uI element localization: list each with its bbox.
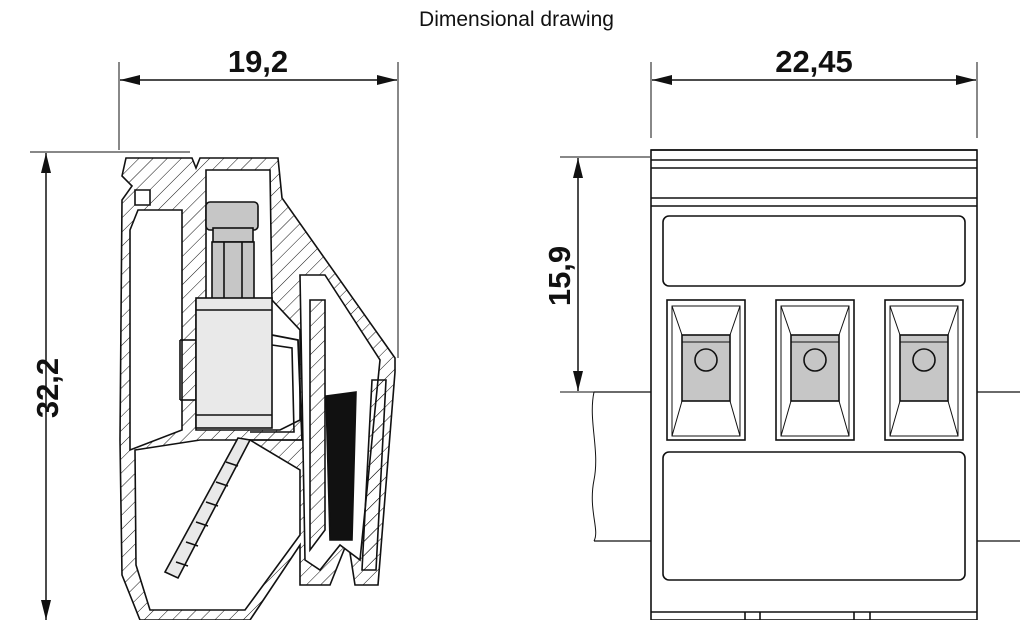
front-view bbox=[560, 62, 1020, 620]
front-upper-panel bbox=[662, 215, 966, 287]
side-view bbox=[30, 62, 399, 620]
front-height-label: 15,9 bbox=[542, 246, 577, 306]
terminal-opening-1 bbox=[666, 299, 746, 441]
terminal-opening-2 bbox=[775, 299, 855, 441]
side-width-label: 19,2 bbox=[228, 44, 288, 79]
front-din-rail bbox=[594, 391, 1020, 542]
terminal-opening-3 bbox=[884, 299, 964, 441]
side-actuator bbox=[205, 201, 259, 231]
side-clamp-block bbox=[195, 297, 273, 429]
side-height-label: 32,2 bbox=[30, 358, 65, 418]
drawing-title: Dimensional drawing bbox=[419, 8, 614, 31]
side-seal bbox=[325, 391, 357, 541]
side-contact-pin bbox=[163, 437, 252, 580]
front-width-label: 22,45 bbox=[775, 44, 853, 79]
front-lower-panel bbox=[662, 451, 966, 581]
